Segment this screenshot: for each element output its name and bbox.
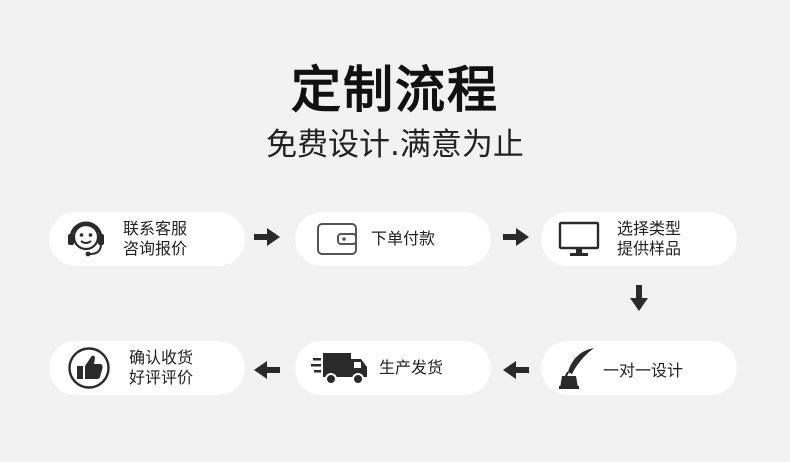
- step-label-line1: 一对一设计: [603, 361, 684, 380]
- arrow-right-icon: [503, 228, 529, 246]
- monitor-icon: [541, 220, 617, 258]
- step-label-line1: 确认收货: [129, 348, 194, 367]
- thumbs-up-icon: [49, 346, 129, 390]
- step-label: 确认收货 好评评价: [129, 348, 193, 388]
- step-label: 选择类型 提供样品: [617, 219, 681, 259]
- quill-ink-icon: [541, 346, 603, 390]
- step-label: 生产发货: [379, 358, 443, 378]
- page-subtitle: 免费设计.满意为止: [266, 127, 524, 163]
- step-label-line2: 提供样品: [617, 239, 682, 258]
- step-order-payment: 下单付款: [295, 212, 491, 266]
- step-label: 一对一设计: [603, 355, 683, 381]
- wallet-icon: [295, 222, 371, 256]
- step-label: 联系客服 咨询报价: [123, 219, 187, 259]
- arrow-left-icon: [503, 361, 529, 379]
- arrow-left-icon: [254, 361, 280, 379]
- arrow-down-icon: [630, 285, 648, 311]
- arrow-right-icon: [254, 228, 280, 246]
- step-label-line1: 生产发货: [379, 358, 444, 377]
- step-label-line1: 选择类型: [617, 219, 682, 238]
- step-select-type: 选择类型 提供样品: [541, 212, 737, 266]
- step-label-line1: 联系客服: [123, 219, 188, 238]
- page-title: 定制流程: [291, 61, 499, 119]
- step-label: 下单付款: [371, 229, 435, 249]
- step-label-line2: 咨询报价: [123, 239, 188, 258]
- step-label-line2: 好评评价: [129, 368, 194, 387]
- step-contact-service: 联系客服 咨询报价: [49, 212, 245, 266]
- headset-icon: [49, 216, 123, 262]
- step-label-line1: 下单付款: [371, 229, 436, 248]
- step-production-shipping: 生产发货: [295, 341, 491, 395]
- delivery-truck-icon: [295, 350, 379, 386]
- step-one-on-one-design: 一对一设计: [541, 341, 737, 395]
- step-confirm-receipt: 确认收货 好评评价: [49, 341, 245, 395]
